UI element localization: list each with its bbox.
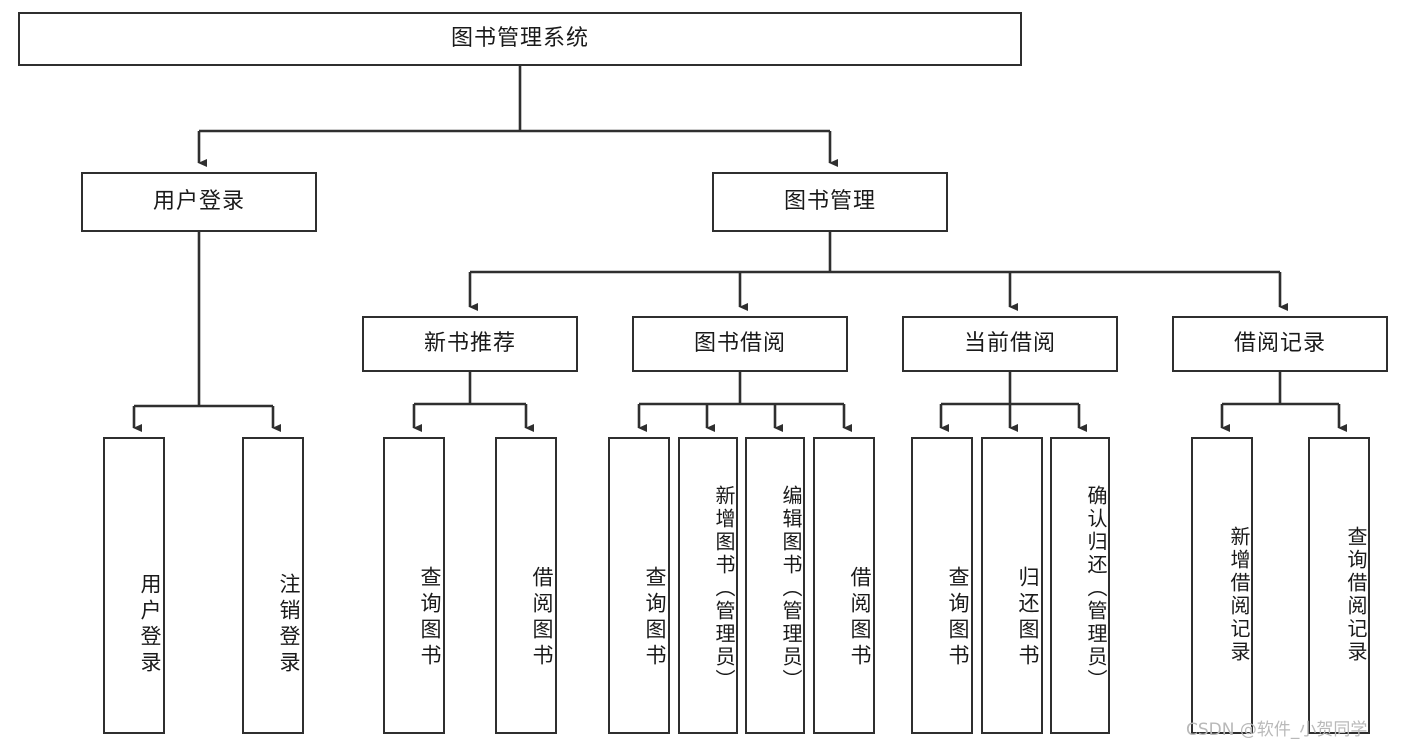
leaf-book-borrow-edit-admin[interactable]: 编辑图书（管理员） — [745, 437, 805, 734]
node-root-system[interactable]: 图书管理系统 — [18, 12, 1022, 66]
node-user-login[interactable]: 用户登录 — [81, 172, 317, 232]
leaf-new-book-query[interactable]: 查询图书 — [383, 437, 445, 734]
node-book-borrow[interactable]: 图书借阅 — [632, 316, 848, 372]
node-book-management[interactable]: 图书管理 — [712, 172, 948, 232]
node-current-borrow[interactable]: 当前借阅 — [902, 316, 1118, 372]
csdn-watermark: CSDN @软件_小贺同学 — [1186, 720, 1368, 740]
leaf-user-login-login[interactable]: 用户登录 — [103, 437, 165, 734]
leaf-borrow-record-query[interactable]: 查询借阅记录 — [1308, 437, 1370, 734]
leaf-new-book-borrow[interactable]: 借阅图书 — [495, 437, 557, 734]
leaf-book-borrow-add-admin[interactable]: 新增图书（管理员） — [678, 437, 738, 734]
leaf-user-login-logout[interactable]: 注销登录 — [242, 437, 304, 734]
leaf-current-borrow-query[interactable]: 查询图书 — [911, 437, 973, 734]
leaf-current-borrow-confirm-admin[interactable]: 确认归还（管理员） — [1050, 437, 1110, 734]
leaf-current-borrow-return[interactable]: 归还图书 — [981, 437, 1043, 734]
node-new-book-recommend[interactable]: 新书推荐 — [362, 316, 578, 372]
node-borrow-record[interactable]: 借阅记录 — [1172, 316, 1388, 372]
leaf-book-borrow-query[interactable]: 查询图书 — [608, 437, 670, 734]
leaf-borrow-record-add[interactable]: 新增借阅记录 — [1191, 437, 1253, 734]
leaf-book-borrow-borrow[interactable]: 借阅图书 — [813, 437, 875, 734]
